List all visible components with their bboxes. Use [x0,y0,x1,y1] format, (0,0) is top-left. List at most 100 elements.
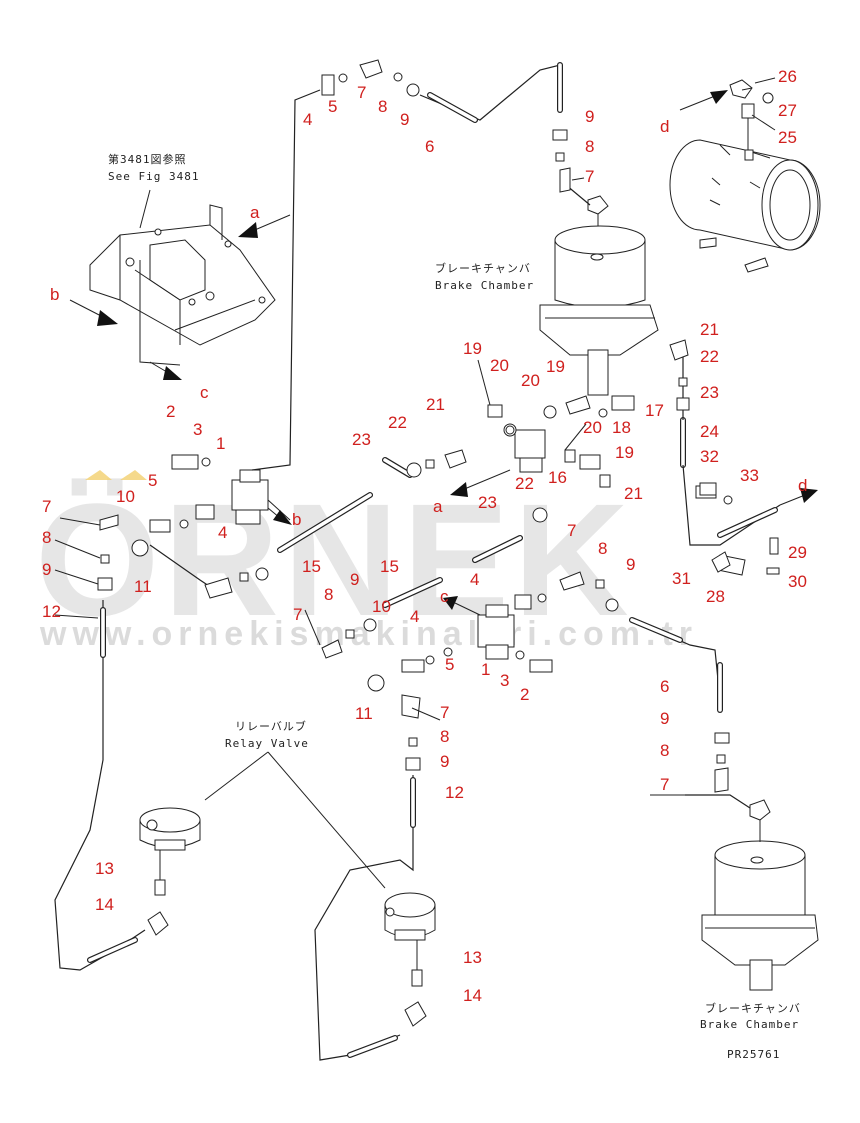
callout: 9 [585,107,594,126]
callout: 21 [700,320,719,339]
callout: 22 [515,474,534,493]
callout: 7 [585,167,594,186]
arrow-d-top-line [679,95,716,111]
callout: 31 [672,569,691,588]
see-fig-jp: 第3481図参照 [108,152,187,166]
callout: 4 [410,607,419,626]
callout: 20 [583,418,602,437]
center-arrows [267,469,511,616]
callout: 18 [612,418,631,437]
callout: 19 [546,357,565,376]
callout: 14 [463,986,482,1005]
brake-chamber-top-en: Brake Chamber [435,279,534,292]
valve-lower-center [477,604,515,660]
callout: 8 [585,137,594,156]
callout: 12 [445,783,464,802]
callout: 7 [567,521,576,540]
callout: 9 [660,709,669,728]
callout: 24 [700,422,719,441]
callout: 4 [303,110,312,129]
callout: 9 [440,752,449,771]
callout: 20 [521,371,540,390]
relay-leader-right [267,751,386,889]
arrow-letter-b-top: b [50,285,59,304]
fittings [97,59,780,793]
arrow-letter-a-top: a [250,203,260,222]
callout: 33 [740,466,759,485]
callout: 29 [788,543,807,562]
callout: 6 [425,137,434,156]
arrow-letter-b-center: b [292,510,301,529]
see-fig-en: See Fig 3481 [108,170,199,183]
arrow-letter-d-top: d [660,117,669,136]
brake-chamber-bottom [701,799,819,991]
callout: 1 [481,660,490,679]
see-fig-leader [139,189,151,229]
callout: 11 [355,704,373,723]
callout: 32 [700,447,719,466]
part-callouts: 4 5 7 8 9 6 9 8 7 26 27 25 2 3 1 10 5 7 … [42,67,807,1005]
relay-leader-left [204,751,269,801]
callout: 8 [324,585,333,604]
callout: 7 [293,605,302,624]
callout: 7 [357,83,366,102]
callout: 20 [490,356,509,375]
callout: 19 [463,339,482,358]
callout: 3 [193,420,202,439]
callout: 7 [440,703,449,722]
callout: 14 [95,895,114,914]
relay-valve-left [139,807,201,936]
callout: 9 [400,110,409,129]
callout: 8 [378,97,387,116]
callout: 2 [520,685,529,704]
callout: 9 [42,560,51,579]
callout: 21 [426,395,445,414]
callout: 10 [116,487,135,506]
relay-valve-right [384,892,436,1027]
callout: 23 [352,430,371,449]
callout: 7 [660,775,669,794]
callout: 30 [788,572,807,591]
callout: 5 [148,471,157,490]
callout: 25 [778,128,797,147]
arrow-letter-d-right: d [798,476,807,495]
watermark-brand: ÖRNEK [35,470,633,649]
watermark: ÖRNEK www.ornekismakinalari.com.tr [35,470,692,653]
brake-chamber-bottom-en: Brake Chamber [700,1018,799,1031]
arrow-letter-a-center: a [433,497,443,516]
callout: 4 [470,570,479,589]
callout: 26 [778,67,797,86]
callout: 8 [42,528,51,547]
callout: 27 [778,101,797,120]
callout: 15 [380,557,399,576]
callout: 9 [350,570,359,589]
relay-valve-en: Relay Valve [225,737,309,750]
callout: 5 [445,655,454,674]
arrow-d-top-head [710,90,728,104]
callout: 23 [478,493,497,512]
callout: 12 [42,602,61,621]
callout: 7 [42,497,51,516]
callout: 4 [218,523,227,542]
drawing-number: PR25761 [727,1048,780,1061]
watermark-accent-left [85,470,112,480]
callout: 10 [372,597,391,616]
callout: 15 [302,557,321,576]
callout: 9 [626,555,635,574]
callout: 16 [548,468,567,487]
valve-upper-left [195,469,291,525]
arrow-letter-c-top: c [200,383,209,402]
callout: 5 [328,97,337,116]
callout: 23 [700,383,719,402]
bracket-arrows [69,214,291,380]
relay-valve-jp: リレーバルブ [235,719,307,733]
callout: 2 [166,402,175,421]
frame-bracket-drawing [89,204,276,366]
piping [54,62,818,1061]
valve-center [503,423,546,473]
callout: 22 [700,347,719,366]
leader-lines [54,87,753,796]
brake-chamber-top [539,195,659,396]
air-tank [669,139,821,273]
